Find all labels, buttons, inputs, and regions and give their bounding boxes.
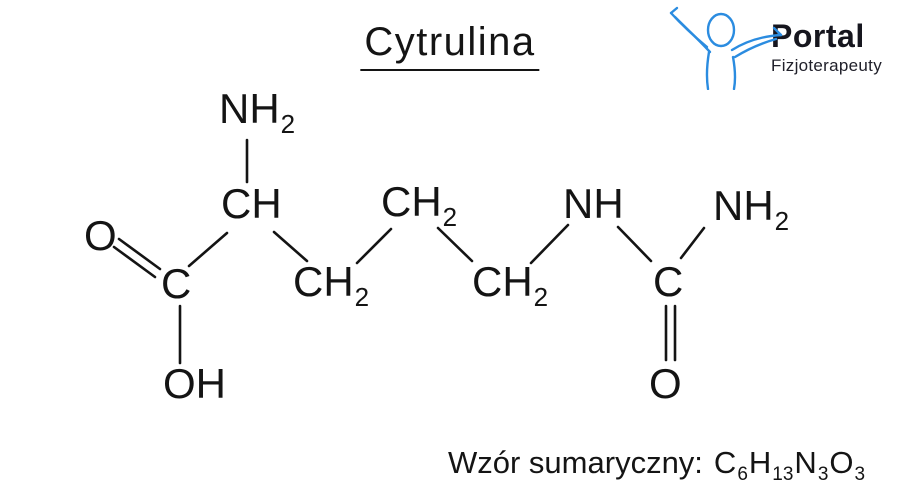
logo-name: Portal xyxy=(771,18,865,54)
formula-part-o: O3 xyxy=(829,445,866,485)
logo-text: Portal Fizjoterapeuty xyxy=(771,6,882,74)
formula-part-c: C6 xyxy=(713,445,748,485)
formula-label: Wzór sumaryczny: xyxy=(448,445,703,480)
logo-subtitle: Fizjoterapeuty xyxy=(771,56,882,75)
atom-label-hydroxyl-oh: OH xyxy=(163,360,226,407)
atom-label-ch2-third: CH2 xyxy=(472,258,549,312)
page-title: Cytrulina xyxy=(360,22,540,71)
molecular-formula: Wzór sumaryczny: C6H13N3O3 xyxy=(448,444,866,485)
atom-label-amide-nh2: NH2 xyxy=(713,182,790,236)
atom-label-carboxyl-c: C xyxy=(161,260,192,307)
atom-label-urea-c: C xyxy=(653,258,684,305)
atom-label-ch: CH xyxy=(221,180,282,227)
person-arms-raised-icon xyxy=(669,6,783,90)
atom-label-urea-o: O xyxy=(649,360,682,407)
atom-label-carbonyl-o: O xyxy=(84,212,117,259)
atom-label-amine-nh2: NH2 xyxy=(219,85,296,139)
page-title-text: Cytrulina xyxy=(360,22,540,71)
atom-label-ch2-first: CH2 xyxy=(293,258,370,312)
formula-part-n: N3 xyxy=(794,445,829,485)
atom-label-ch2-second: CH2 xyxy=(381,178,458,232)
formula-part-h: H13 xyxy=(748,445,794,485)
logo: Portal Fizjoterapeuty xyxy=(663,6,882,90)
atom-label-nh: NH xyxy=(563,180,624,227)
